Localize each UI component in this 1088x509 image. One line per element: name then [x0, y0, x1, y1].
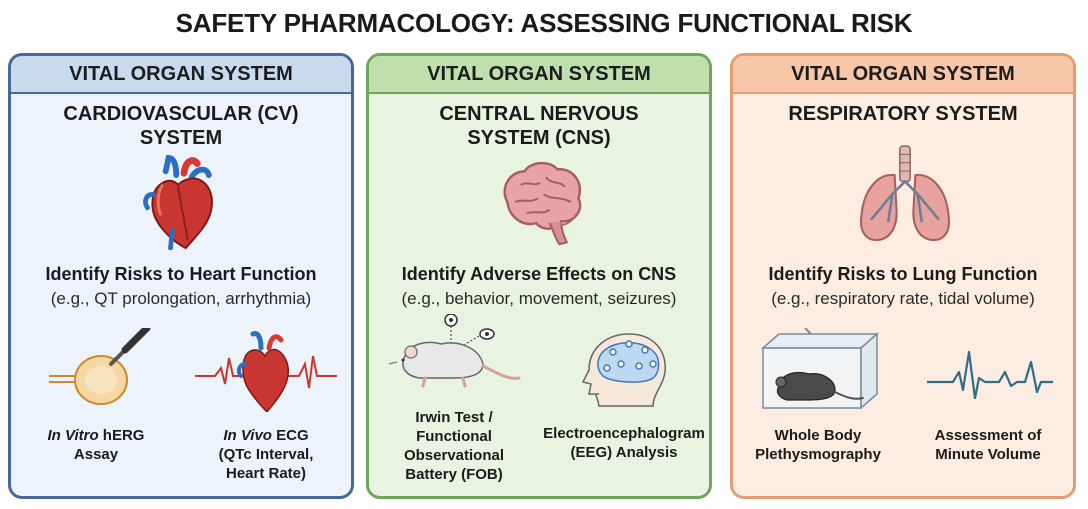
heart-icon	[143, 154, 213, 250]
method-label-line: Electroencephalogram	[543, 425, 705, 442]
rat-observation-icon	[388, 314, 521, 388]
risk-statement: Identify Risks to Lung Function	[768, 264, 1038, 284]
method-ecg: In Vivo ECG (QTc Interval, Heart Rate)	[181, 328, 351, 496]
method-label-line: Minute Volume	[935, 446, 1041, 463]
risk-statement: Identify Risks to Heart Function	[45, 264, 317, 284]
method-label-emphasis: In Vitro	[47, 427, 99, 444]
risk-examples: (e.g., behavior, movement, seizures)	[401, 289, 677, 308]
brain-icon	[503, 161, 582, 246]
panel-header: VITAL ORGAN SYSTEM	[369, 56, 709, 94]
plethysmograph-chamber-icon	[761, 328, 879, 410]
lungs-icon	[859, 145, 951, 242]
panel-respiratory: VITAL ORGAN SYSTEM RESPIRATORY SYSTEM Id…	[730, 53, 1076, 499]
method-irwin-fob: Irwin Test / Functional Observational Ba…	[369, 314, 539, 496]
method-label-line: Functional	[416, 428, 492, 445]
method-label-line: (QTc Interval,	[218, 446, 314, 463]
respiratory-waveform-icon	[927, 350, 1053, 400]
method-label-line: Observational	[403, 447, 505, 464]
panel-header: VITAL ORGAN SYSTEM	[11, 56, 351, 94]
system-name: RESPIRATORY SYSTEM	[788, 103, 1018, 125]
method-label-line: Plethysmography	[755, 446, 881, 463]
risk-statement: Identify Adverse Effects on CNS	[401, 264, 677, 284]
method-plethysmography: Whole Body Plethysmography	[733, 328, 903, 496]
method-label-line: Whole Body	[774, 427, 862, 444]
risk-examples: (e.g., QT prolongation, arrhythmia)	[50, 289, 312, 308]
method-label-line: Irwin Test /	[415, 409, 493, 426]
herg-cell-electrode-icon	[49, 328, 151, 405]
panel-header: VITAL ORGAN SYSTEM	[733, 56, 1073, 94]
method-label: hERG	[98, 427, 145, 444]
method-label-emphasis: In Vivo	[223, 427, 272, 444]
system-name: CARDIOVASCULAR (CV) SYSTEM	[63, 103, 299, 149]
method-label-line: (EEG) Analysis	[570, 444, 678, 461]
method-minute-volume: Assessment of Minute Volume	[903, 328, 1073, 496]
ecg-heart-icon	[195, 331, 337, 412]
panel-cardiovascular: VITAL ORGAN SYSTEM CARDIOVASCULAR (CV) S…	[8, 53, 354, 499]
system-name: CENTRAL NERVOUS SYSTEM (CNS)	[439, 103, 639, 149]
method-label-line: Assessment of	[934, 427, 1042, 444]
panel-cns: VITAL ORGAN SYSTEM CENTRAL NERVOUS SYSTE…	[366, 53, 712, 499]
method-label-line: Heart Rate)	[225, 465, 307, 482]
page-title: SAFETY PHARMACOLOGY: ASSESSING FUNCTIONA…	[175, 8, 913, 38]
method-label-line: Battery (FOB)	[405, 466, 503, 483]
method-label: ECG	[271, 427, 309, 444]
method-herg-assay: In Vitro hERG Assay	[11, 328, 181, 496]
risk-examples: (e.g., respiratory rate, tidal volume)	[771, 289, 1035, 308]
eeg-head-icon	[581, 333, 666, 407]
method-eeg: Electroencephalogram (EEG) Analysis	[539, 328, 709, 496]
method-label-line: Assay	[73, 446, 119, 463]
